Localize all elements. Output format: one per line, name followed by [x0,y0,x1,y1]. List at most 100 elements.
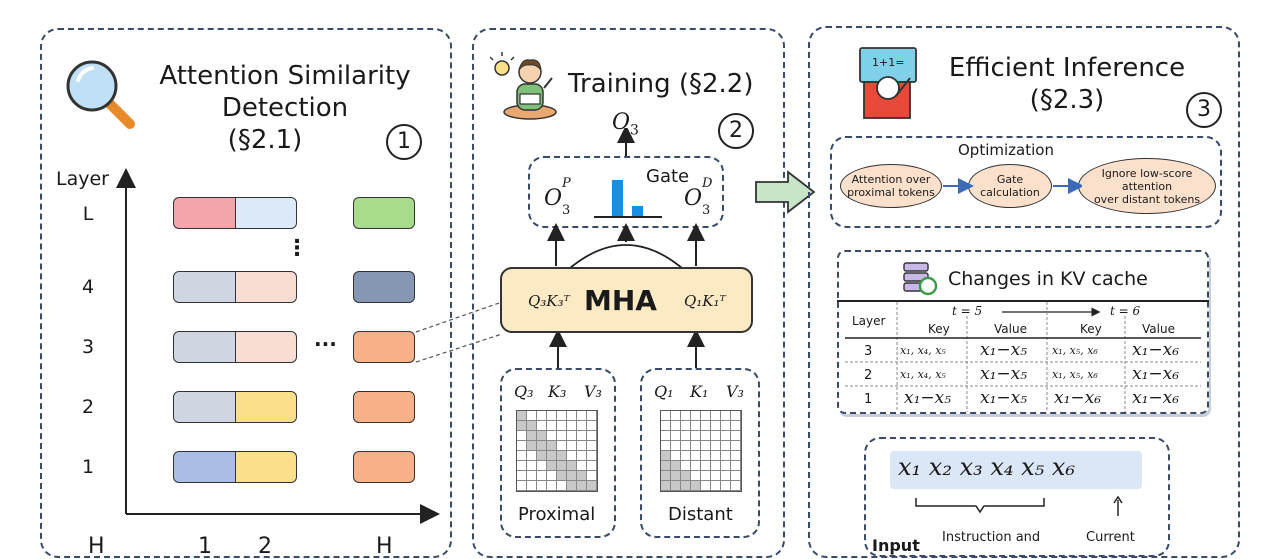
token-sequence-bg [890,451,1142,489]
time-arrow [1002,307,1101,317]
database-icon [903,262,938,296]
kv-header-value-t5: Value [994,322,1027,336]
gate-label: Gate [646,166,690,187]
layer-axis-label: Layer [56,168,109,190]
kv-header-value-t6: Value [1142,322,1175,336]
head-cell [353,391,415,423]
flow-arrow-icon [755,170,816,214]
kv-row-layer: 1 [864,392,873,407]
kv-header-key-t6: Key [1080,322,1102,336]
kv-header-layer: Layer [852,314,886,328]
kv-row-layer: 3 [864,344,873,359]
instruction-label: Instruction and [942,530,1041,545]
head-cell-highlighted [353,331,415,363]
panel3-title-line1: Efficient Inference [948,53,1186,83]
layer-label-L: L [82,203,94,225]
mha-block [500,267,753,333]
training-arrows [545,128,707,368]
kv-row-key: x₁, x₄, x₅ [900,344,946,357]
panel2-number: 2 [718,113,754,149]
optimization-title: Optimization [958,141,1054,159]
proximal-box [500,368,616,538]
kv-cache-panel [837,250,1209,414]
kv-title-divider [837,300,1209,302]
kv-row-key: x₁, x₅, x₆ [1052,368,1098,381]
kv-row-value: x₁−x₅ [980,364,1028,384]
head-cell [353,197,415,229]
kv-row-value: x₁−x₅ [980,340,1028,360]
vertical-ellipsis: ⋮ [286,236,308,261]
x-axis-label-H-left: H [88,534,105,559]
kv-table-lines [845,302,1201,412]
kv-row-layer: 2 [864,368,873,383]
kv-header-t5: t = 5 [952,304,983,318]
proximal-q: Q₃ [514,382,534,401]
layer-label-3: 3 [81,336,95,358]
student-icon [490,52,557,120]
kv-header-t6: t = 6 [1110,304,1141,318]
proximal-k: K₃ [548,382,567,401]
kv-row-value: x₁−x₅ [980,388,1028,408]
kv-row-key: x₁−x₆ [1054,388,1102,408]
panel1-number: 1 [386,124,422,160]
optimization-box [830,136,1222,228]
qk-distant: Q₁K₁ᵀ [684,292,726,310]
kv-row-value: x₁−x₆ [1132,340,1180,360]
x-axis-label-1: 1 [198,534,212,559]
svg-text:1+1=: 1+1= [872,56,904,69]
axes [116,168,440,524]
layer-label-4: 4 [81,276,95,298]
kv-cache-title: Changes in KV cache [948,268,1148,290]
distant-v: V₃ [726,382,744,401]
kv-header-key-t5: Key [928,322,950,336]
teacher-icon: 1+1= [859,47,917,119]
magnifier-icon [66,60,135,129]
distant-attention-grid [660,410,742,492]
head-cell [236,197,297,229]
kv-row-key: x₁, x₅, x₆ [1052,344,1098,357]
kv-row-value: x₁−x₆ [1132,364,1180,384]
qk-proximal: Q₃K₃ᵀ [528,292,570,310]
distant-box [640,368,760,538]
kv-row-key: x₁−x₅ [904,388,952,408]
head-cell [173,451,236,483]
head-cell [353,451,415,483]
proximal-label: Proximal [518,504,596,525]
connector-lines [415,301,503,363]
mha-label: MHA [584,284,657,317]
token-brace [915,495,1123,516]
panel1-section: (§2.1) [227,125,303,155]
head-cell [173,271,236,303]
optimization-arrows [943,178,1082,194]
panel1-title-line2: Detection [221,93,349,123]
distant-q: Q₁ [654,382,674,401]
gate-bars-icon [594,180,662,218]
head-cell [236,271,297,303]
head-cell [173,391,236,423]
panel2-title: Training (§2.2) [568,69,754,99]
current-label: Current [1086,530,1135,545]
input-label: Input [872,536,920,555]
token-sequence: x₁ x₂ x₃ x₄ x₅ x₆ [898,453,1076,481]
head-cell [236,451,297,483]
x-axis-label-H-right: H [376,534,393,559]
distant-label: Distant [668,504,733,525]
head-cell [353,271,415,303]
head-cell [236,331,297,363]
kv-row-key: x₁, x₄, x₅ [900,368,946,381]
proximal-v: V₃ [584,382,602,401]
distant-k: K₁ [690,382,709,401]
layer-label-1: 1 [81,456,95,478]
kv-row-value: x₁−x₆ [1132,388,1180,408]
x-axis-label-2: 2 [258,534,272,559]
head-cell [173,331,236,363]
panel1-title-line1: Attention Similarity [159,61,411,91]
head-cell [173,197,236,229]
layer-label-2: 2 [81,396,95,418]
panel3-title-line2: (§2.3) [1029,85,1105,115]
